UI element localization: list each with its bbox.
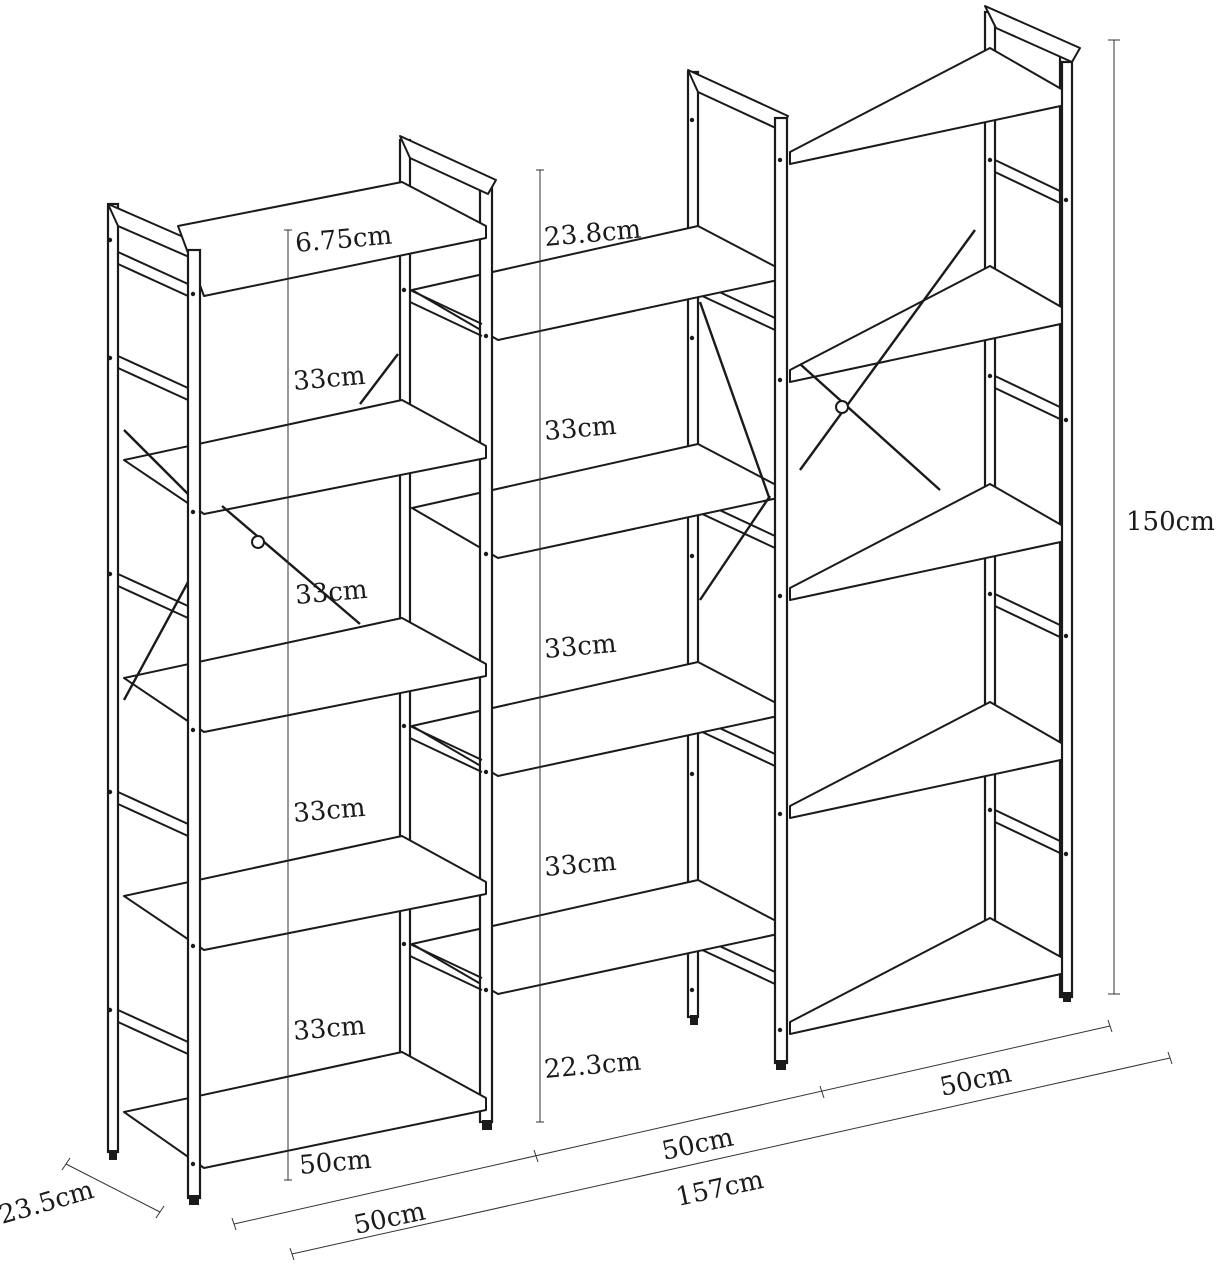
label-left-gap-2: 33cm [294,575,369,611]
label-total-width: 157cm [673,1165,766,1213]
label-left-width: 50cm [351,1196,428,1240]
label-middle-gap-1: 33cm [543,411,618,447]
left-shelf-unit [106,135,497,1205]
label-left-gap-3: 33cm [292,793,367,829]
label-total-height: 150cm [1126,507,1215,537]
dimension-lines [61,39,1173,1261]
right-shelf-unit [789,5,1081,1035]
label-middle-gap-2: 33cm [543,629,618,665]
label-left-gap-1: 33cm [292,361,367,397]
screw-dots [107,117,1069,1167]
label-right-width: 50cm [937,1058,1014,1102]
middle-shelf-unit [411,69,789,1070]
label-left-gap-4: 33cm [292,1011,367,1047]
label-middle-bottom-gap: 22.3cm [543,1047,642,1085]
label-middle-width: 50cm [659,1122,736,1166]
label-depth: 23.5cm [0,1175,97,1231]
label-middle-gap-3: 33cm [543,847,618,883]
label-left-bottom-width: 50cm [298,1145,373,1181]
